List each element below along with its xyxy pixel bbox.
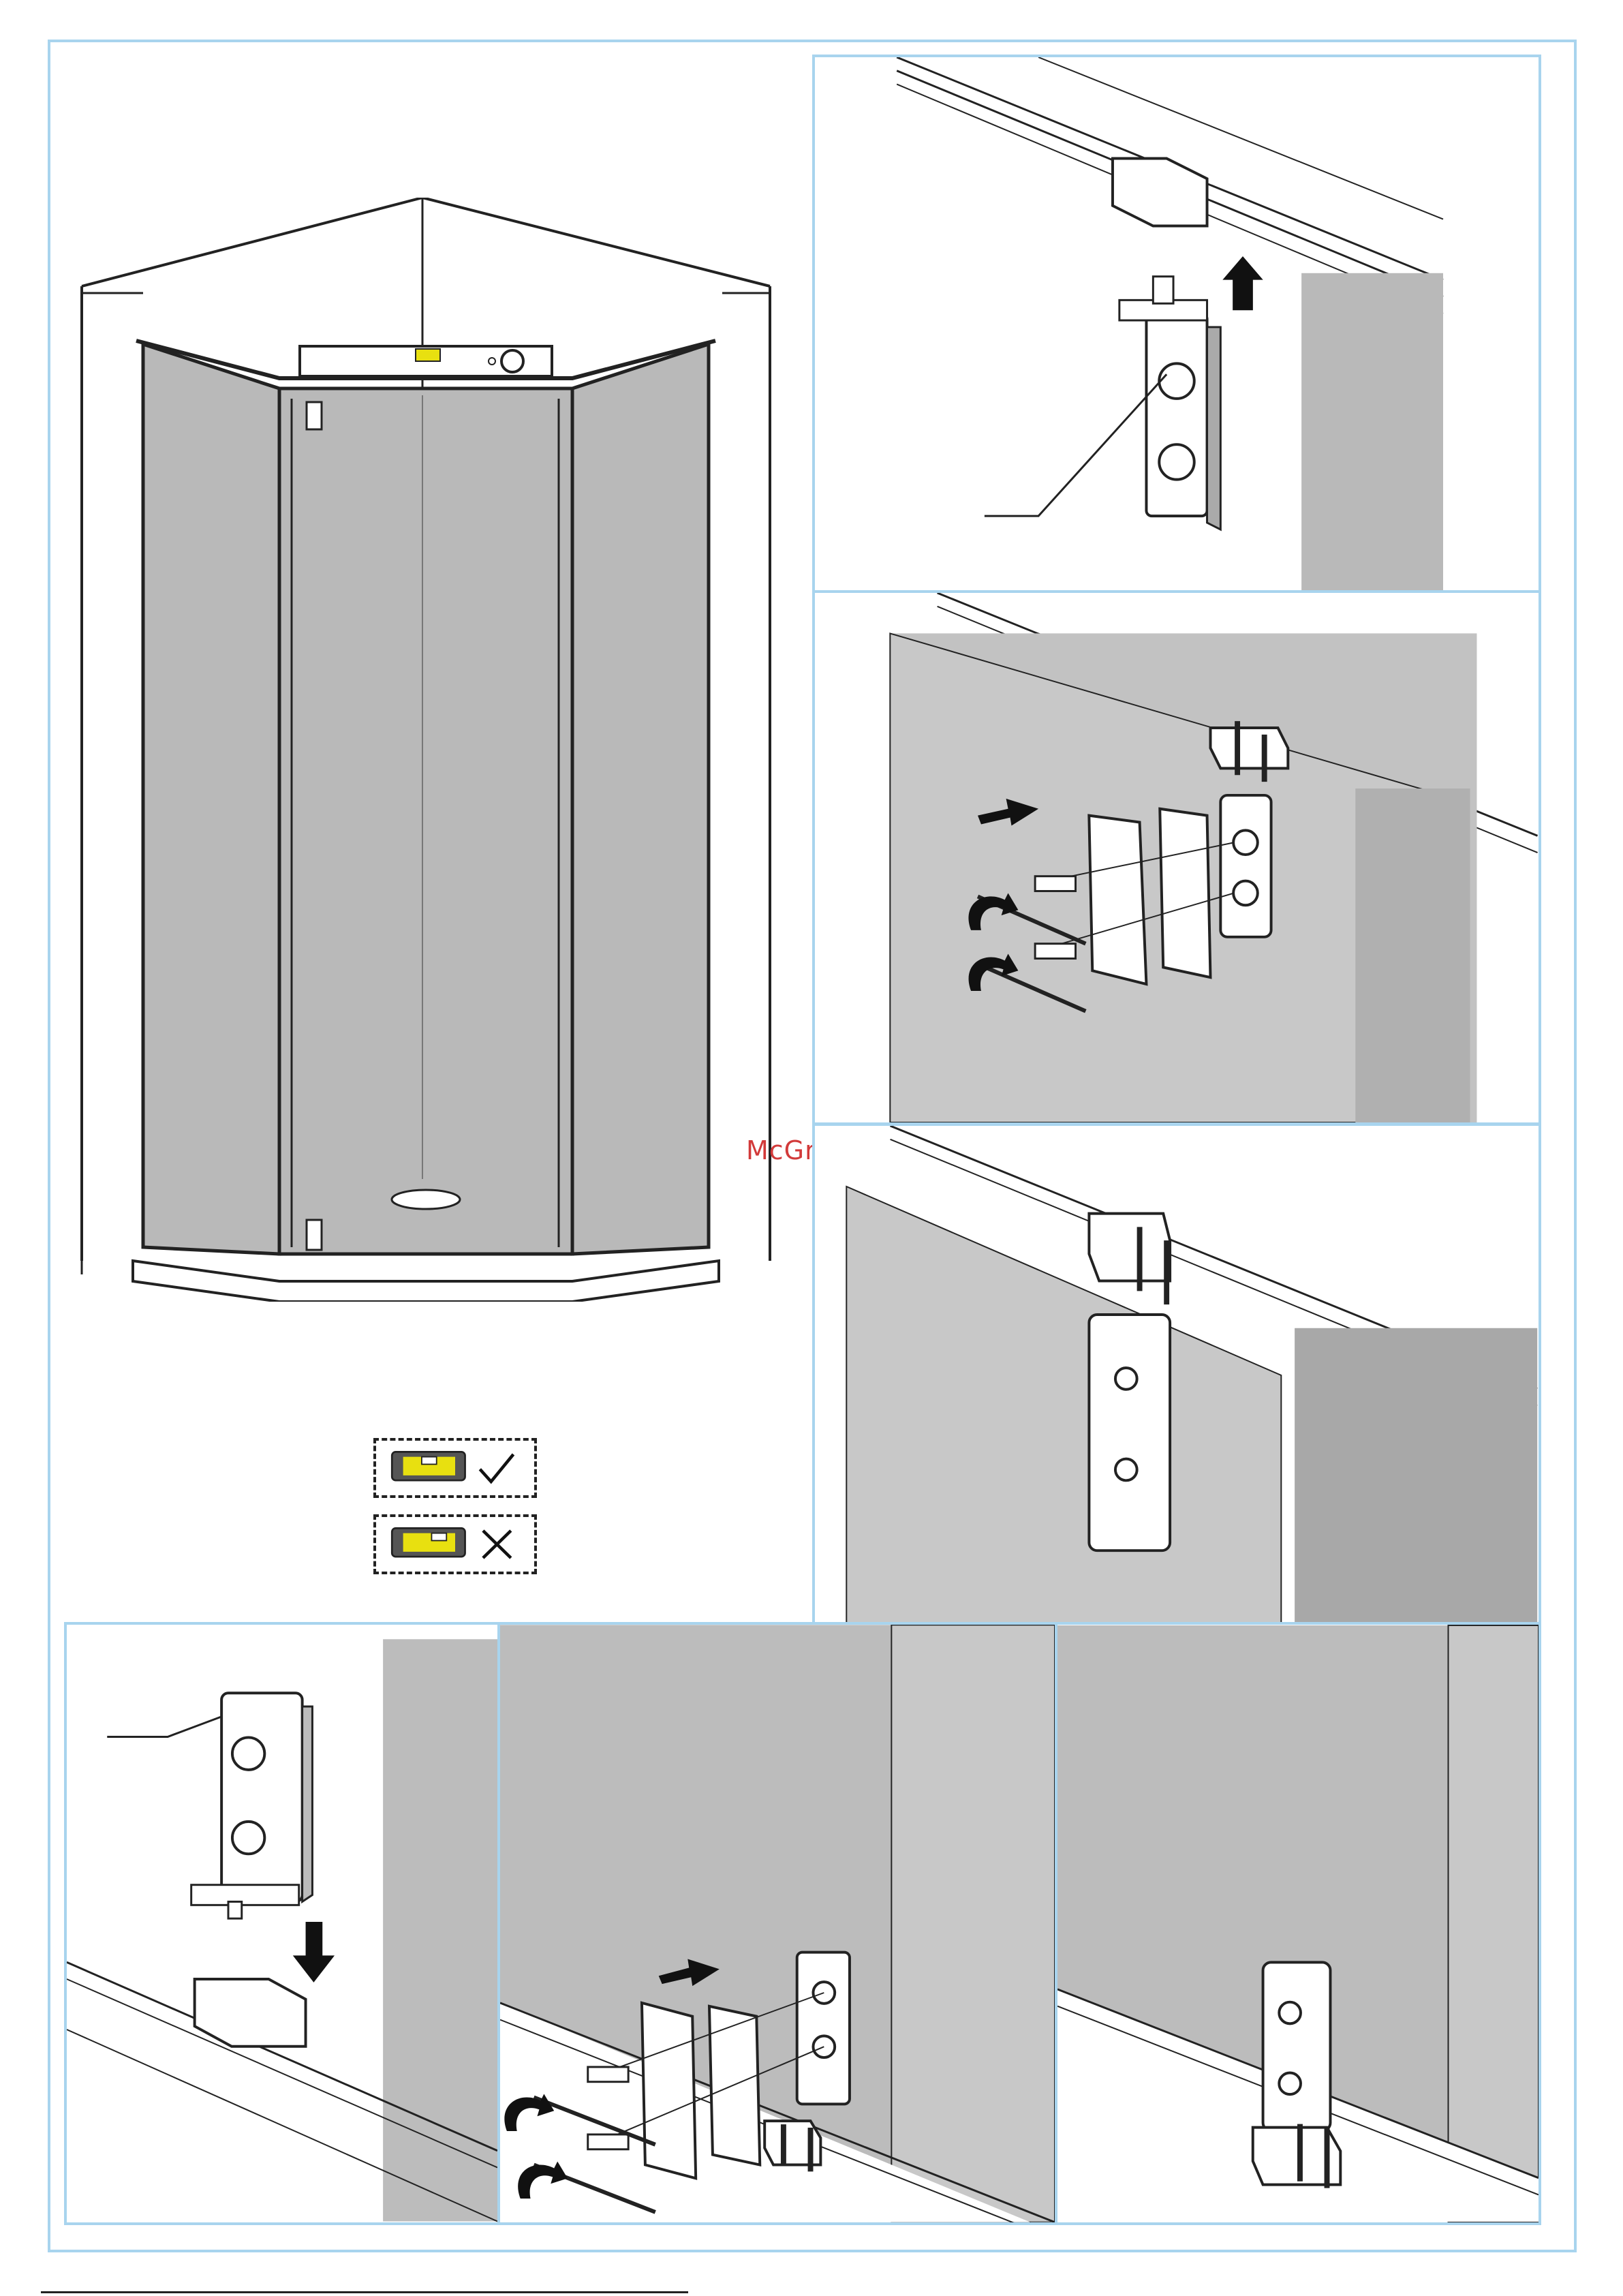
arrow-up-icon — [1222, 256, 1263, 310]
level-incorrect-indicator — [373, 1514, 537, 1574]
enclosure-overview-illustration — [75, 198, 784, 1302]
top-clamp-block — [1113, 158, 1207, 226]
step-top-hinge-screw — [812, 590, 1541, 1125]
step-bottom-hinge-done — [1055, 1622, 1541, 2225]
top-hinge-plate — [1119, 277, 1220, 530]
footer-line — [41, 2291, 688, 2293]
step-bottom-hinge-screw — [497, 1622, 1057, 2225]
step-top-hinge-attach — [812, 55, 1541, 593]
step-top-hinge-done — [812, 1123, 1541, 1627]
step-bottom-hinge-attach — [64, 1622, 500, 2225]
cross-mark-icon — [483, 1531, 511, 1558]
check-mark-icon — [480, 1454, 513, 1482]
level-correct-indicator — [373, 1438, 537, 1498]
arrow-down-icon — [293, 1922, 335, 1983]
